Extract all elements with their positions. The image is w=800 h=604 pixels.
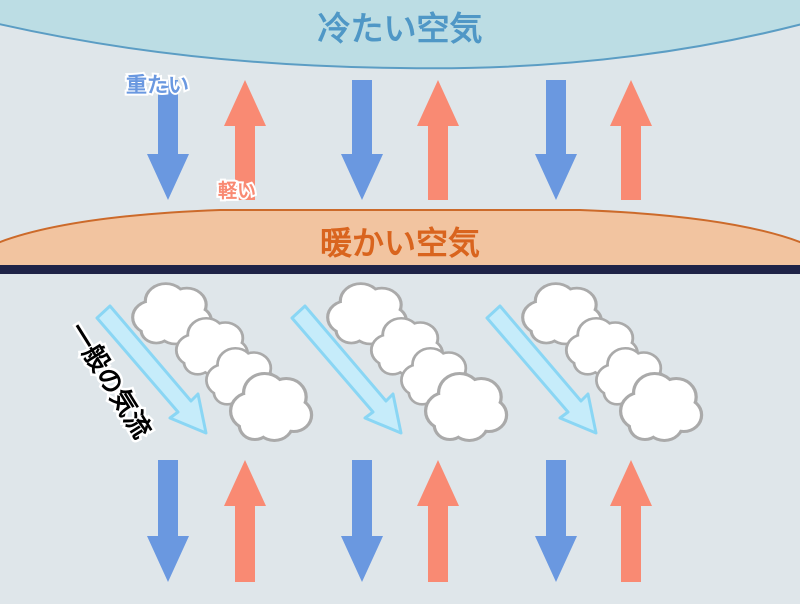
upper-down-arrow-1	[147, 80, 189, 200]
lower-up-arrow-2	[417, 460, 459, 582]
cloud-icon	[423, 372, 509, 442]
cold-air-mass	[0, 0, 800, 70]
diagonal-arrow-icon-2	[290, 304, 403, 435]
warm-air-label: 暖かい空気	[320, 224, 480, 262]
upper-arrow-group	[147, 80, 652, 200]
lower-up-arrow-1	[224, 460, 266, 582]
upper-up-arrow-2	[417, 80, 459, 200]
lower-up-arrow-3	[610, 460, 652, 582]
flow-group-3	[485, 282, 704, 442]
flow-cloud-groups	[95, 282, 704, 442]
light-label: 軽い	[218, 180, 256, 202]
upper-up-arrow-3	[610, 80, 652, 200]
upper-down-arrow-2	[341, 80, 383, 200]
diagonal-arrow-icon-1	[95, 304, 208, 435]
section-divider	[0, 265, 800, 274]
cloud-icon	[228, 372, 314, 442]
upper-down-arrow-3	[535, 80, 577, 200]
heavy-label: 重たい	[126, 73, 189, 97]
cold-air-label: 冷たい空気	[318, 9, 483, 48]
flow-group-2	[290, 282, 509, 442]
flow-group-1	[95, 282, 314, 442]
upper-up-arrow-1	[224, 80, 266, 200]
diagonal-arrow-icon-3	[485, 304, 598, 435]
cloud-icon	[369, 316, 445, 377]
lower-down-arrow-1	[147, 460, 189, 582]
lower-down-arrow-3	[535, 460, 577, 582]
warm-air-mass	[0, 209, 800, 269]
cloud-icon	[618, 372, 704, 442]
lower-arrow-group	[147, 460, 652, 582]
lower-down-arrow-2	[341, 460, 383, 582]
